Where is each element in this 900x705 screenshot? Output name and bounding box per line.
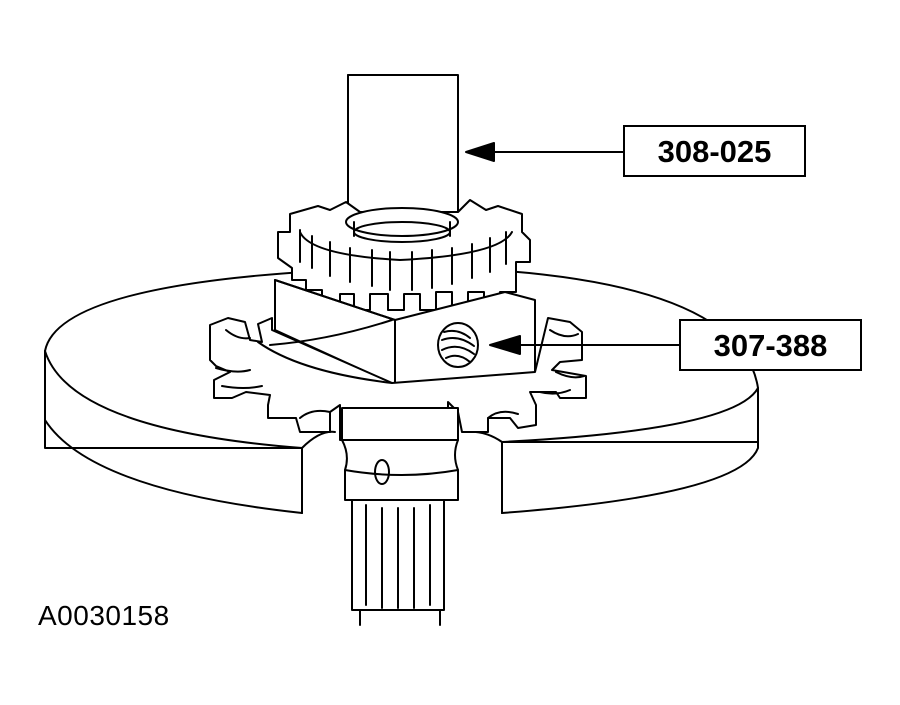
- lower-gear: [209, 317, 587, 441]
- leader-308: [465, 142, 624, 162]
- upper-gear: [277, 199, 531, 311]
- figure-code: A0030158: [38, 600, 170, 631]
- lower-shaft: [341, 407, 459, 626]
- upper-shaft: [347, 74, 459, 216]
- leader-307: [489, 335, 680, 355]
- callout-307-388: 307-388: [679, 319, 862, 371]
- block-tool: [274, 279, 536, 386]
- callout-308-025: 308-025: [623, 125, 806, 177]
